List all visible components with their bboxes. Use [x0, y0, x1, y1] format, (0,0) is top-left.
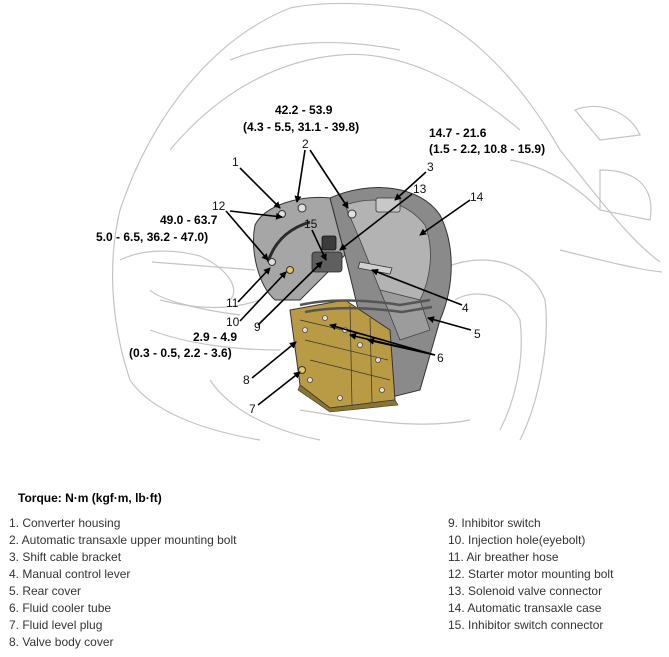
legend-item: 15. Inhibitor switch connector: [448, 618, 604, 632]
upper-mounting-bolt-2: [347, 209, 357, 219]
callout-10: 10: [226, 315, 240, 329]
callout-12: 12: [212, 199, 226, 213]
callout-9: 9: [254, 320, 261, 334]
air-breather-hose: [266, 220, 311, 263]
legend-item: 14. Automatic transaxle case: [448, 601, 602, 615]
callout-2: 2: [302, 137, 309, 151]
callout-13: 13: [413, 182, 427, 196]
callout-6: 6: [437, 351, 444, 365]
legend-item: 6. Fluid cooler tube: [9, 601, 112, 615]
torque-valve-cover-nm: 2.9 - 4.9: [193, 330, 237, 344]
transaxle-diagram: 1 2 3 4 5 6 7 8 9 10 11 12 13 14 15 42.2…: [96, 2, 663, 441]
legend-item: 3. Shift cable bracket: [9, 550, 122, 564]
legend-item: 9. Inhibitor switch: [448, 516, 541, 530]
torque-shift-cable-alt: (1.5 - 2.2, 10.8 - 15.9): [429, 142, 545, 156]
legend-item: 4. Manual control lever: [9, 567, 131, 581]
fluid-cooler-tube: [299, 298, 433, 314]
legend-title: Torque: N·m (kgf·m, lb·ft): [18, 491, 162, 505]
callout-15: 15: [304, 217, 318, 231]
inhibitor-switch: [311, 251, 343, 273]
legend-item: 1. Converter housing: [9, 516, 121, 530]
torque-upper-bolt-alt: (4.3 - 5.5, 31.1 - 39.8): [243, 120, 359, 134]
torque-shift-cable-nm: 14.7 - 21.6: [429, 126, 487, 140]
callout-5: 5: [474, 327, 481, 341]
torque-starter-bolt-alt: 5.0 - 6.5, 36.2 - 47.0): [96, 230, 208, 244]
torque-valve-cover-alt: (0.3 - 0.5, 2.2 - 3.6): [129, 346, 232, 360]
torque-starter-bolt-nm: 49.0 - 63.7: [160, 213, 218, 227]
leader-lines: [225, 149, 472, 406]
legend-item: 8. Valve body cover: [9, 635, 114, 649]
torque-upper-bolt-nm: 42.2 - 53.9: [275, 103, 333, 117]
callout-7: 7: [249, 402, 256, 416]
callout-14: 14: [470, 190, 484, 204]
injection-hole-eyebolt: [286, 266, 294, 274]
callout-8: 8: [243, 373, 250, 387]
upper-mounting-bolt-1: [297, 203, 307, 213]
automatic-transaxle: [253, 187, 452, 413]
shift-cable-bracket: [375, 197, 401, 213]
callout-4: 4: [462, 301, 469, 315]
legend-item: 2. Automatic transaxle upper mounting bo…: [9, 533, 237, 547]
callout-numbers: 1 2 3 4 5 6 7 8 9 10 11 12 13 14 15: [212, 137, 484, 416]
legend-item: 5. Rear cover: [9, 584, 82, 598]
callout-1: 1: [232, 155, 239, 169]
inhibitor-switch-connector: [321, 235, 337, 251]
callout-11: 11: [226, 296, 239, 310]
legend-item: 11. Air breather hose: [448, 550, 559, 564]
legend-item: 12. Starter motor mounting bolt: [448, 567, 614, 581]
torque-specs: 42.2 - 53.9 (4.3 - 5.5, 31.1 - 39.8) 14.…: [96, 103, 545, 360]
car-outline: [112, 2, 663, 441]
starter-bolt-2: [268, 258, 276, 266]
legend-right-column: 9. Inhibitor switch 10. Injection hole(e…: [448, 515, 613, 634]
legend-item: 13. Solenoid valve connector: [448, 584, 603, 598]
legend-left-column: 1. Converter housing 2. Automatic transa…: [9, 515, 236, 651]
legend-item: 7. Fluid level plug: [9, 618, 103, 632]
manual-control-lever: [357, 261, 393, 275]
legend-item: 10. Injection hole(eyebolt): [448, 533, 586, 547]
callout-3: 3: [427, 160, 434, 174]
